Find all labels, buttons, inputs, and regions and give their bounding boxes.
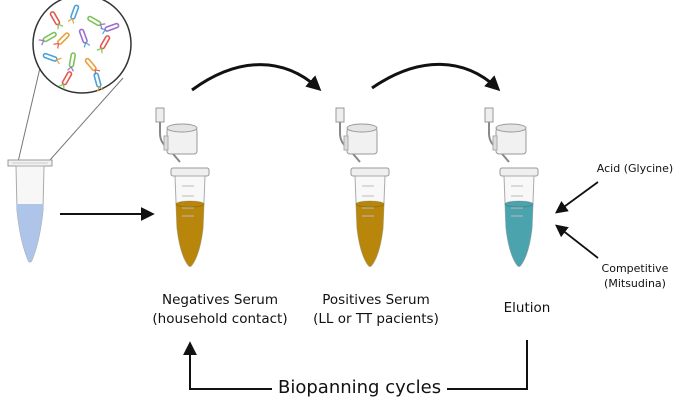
phage-particles (38, 4, 120, 92)
phage-library-magnifier (17, 0, 132, 163)
tube-liquid (356, 204, 384, 267)
arrow-competitive-to-elution (555, 224, 599, 259)
elution-title: Elution (503, 300, 551, 316)
phage-particle (93, 72, 104, 92)
negatives-tube (155, 107, 210, 267)
curved-arrow-negatives-to-positives (191, 63, 322, 92)
phage-particle (84, 57, 101, 75)
arrow-acid-to-elution (554, 181, 599, 214)
acid-glycine-label: Acid (Glycine) (590, 161, 680, 176)
phage-particle (49, 11, 64, 30)
library-tube (7, 159, 53, 263)
phage-particle (96, 35, 111, 54)
tube-cap (492, 123, 527, 155)
positives-serum-subtitle: (LL or TT pacients) (313, 311, 439, 327)
phage-particle (78, 28, 91, 48)
phage-particle (100, 22, 120, 35)
phage-particle (42, 52, 62, 65)
positives-serum-title: Positives Serum (322, 292, 430, 308)
competitive-label: Competitive (Mitsudina) (590, 261, 680, 291)
elution-tube (484, 107, 539, 267)
phage-particle (58, 71, 73, 90)
curved-arrow-positives-to-elution (371, 62, 501, 92)
biopanning-cycles-label: Biopanning cycles (272, 377, 448, 398)
competitive-subtext: (Mitsudina) (604, 277, 666, 290)
positives-tube (335, 107, 390, 267)
tube-liquid (176, 204, 204, 267)
negatives-serum-label: Negatives Serum (household contact) (140, 291, 300, 329)
phage-particle (53, 32, 70, 49)
positives-serum-label: Positives Serum (LL or TT pacients) (296, 291, 456, 329)
phage-particle (67, 4, 80, 24)
negatives-serum-subtitle: (household contact) (152, 311, 288, 327)
elution-label: Elution (477, 299, 577, 318)
tube-liquid (505, 204, 533, 267)
phage-particle (67, 52, 77, 72)
negatives-serum-title: Negatives Serum (161, 292, 279, 308)
acid-glycine-text: Acid (Glycine) (596, 162, 674, 175)
phage-particle (38, 31, 57, 46)
competitive-text: Competitive (601, 262, 669, 275)
tube-cap (163, 123, 198, 155)
tube-cap (343, 123, 378, 155)
